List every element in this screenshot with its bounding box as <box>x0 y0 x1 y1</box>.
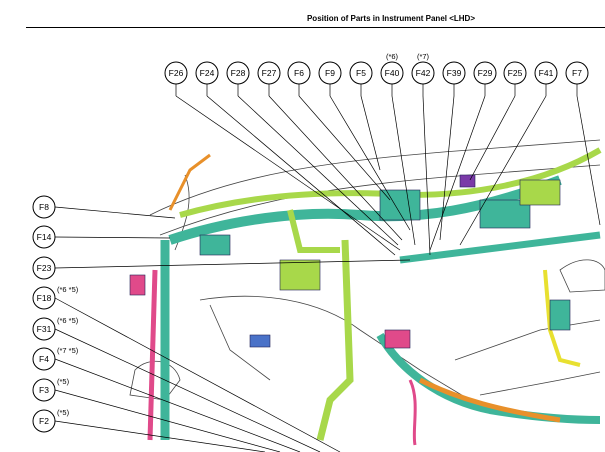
leader-line <box>469 95 516 181</box>
leader-line <box>237 95 399 246</box>
leader-line <box>54 297 341 452</box>
callout-f39: F39 <box>442 61 466 85</box>
leader-line <box>54 206 176 219</box>
callout-f42: F42 (*7) <box>411 52 435 85</box>
leader-line <box>429 95 486 251</box>
connector-block <box>549 299 571 331</box>
harness-group <box>129 147 602 446</box>
leader-line <box>391 95 416 246</box>
callout-f23: F23 <box>32 256 56 280</box>
harness-center-green <box>316 239 354 441</box>
connector-block <box>279 259 321 291</box>
callout-note: (*6 *5) <box>57 285 79 294</box>
callout-note: (*7 *5) <box>57 346 79 355</box>
callout-f28: F28 <box>226 61 250 85</box>
callout-note: (*7) <box>417 52 430 61</box>
callout-note: (*6 *5) <box>57 316 79 325</box>
leader-line <box>54 358 301 452</box>
callout-f29: F29 <box>473 61 497 85</box>
harness-pink <box>147 269 158 441</box>
leader-line <box>54 259 411 269</box>
harness-pink-drop <box>408 379 417 446</box>
callout-note: (*5) <box>57 408 70 417</box>
connector-block <box>199 234 231 256</box>
title-rule <box>26 27 605 28</box>
leader-line <box>268 95 403 241</box>
leader-line <box>54 328 321 452</box>
leader-line <box>422 95 431 256</box>
leader-line <box>576 95 601 226</box>
leader-line <box>360 95 381 171</box>
callout-f25: F25 <box>503 61 527 85</box>
callout-label: F6 <box>294 68 304 78</box>
callout-label: F4 <box>39 354 49 364</box>
callout-f31: F31 (*6 *5) <box>32 316 79 341</box>
callout-label: F14 <box>37 232 52 242</box>
connector-block <box>459 174 476 188</box>
connector-block <box>379 189 421 221</box>
top-callouts: F26 F24 F28 F27 F6 F9 F5 F40 (*6) F42 (*7) F39 F29 F2… <box>164 52 589 85</box>
harness-orange-top <box>168 153 211 211</box>
callout-note: (*6) <box>386 52 399 61</box>
callout-f4: F4 (*7 *5) <box>32 346 79 371</box>
callout-label: F3 <box>39 385 49 395</box>
callout-label: F40 <box>385 68 400 78</box>
callout-label: F41 <box>539 68 554 78</box>
callout-label: F9 <box>325 68 335 78</box>
harness-green-branch <box>287 209 340 253</box>
callout-f3: F3 (*5) <box>32 377 70 402</box>
harness-right-teal <box>399 231 601 264</box>
leader-line <box>54 420 266 452</box>
leader-line <box>329 95 411 231</box>
callout-f8: F8 <box>32 195 56 219</box>
leader-lines <box>54 84 601 452</box>
connector-block <box>519 179 561 206</box>
callout-f5: F5 <box>349 61 373 85</box>
leader-line <box>206 95 396 256</box>
callout-note: (*5) <box>57 377 70 386</box>
callout-label: F8 <box>39 202 49 212</box>
callout-label: F29 <box>478 68 493 78</box>
callout-label: F28 <box>231 68 246 78</box>
connector-block <box>249 334 271 348</box>
leader-line <box>54 389 281 452</box>
callout-label: F26 <box>169 68 184 78</box>
connector-block <box>129 274 146 296</box>
callout-label: F7 <box>572 68 582 78</box>
callout-label: F23 <box>37 263 52 273</box>
callout-label: F42 <box>416 68 431 78</box>
callout-f2: F2 (*5) <box>32 408 70 433</box>
callout-f6: F6 <box>287 61 311 85</box>
harness-yellow <box>543 269 581 367</box>
harness-orange <box>418 377 561 423</box>
callout-label: F18 <box>37 293 52 303</box>
callout-f14: F14 <box>32 225 56 249</box>
callout-f9: F9 <box>318 61 342 85</box>
callout-f7: F7 <box>565 61 589 85</box>
callout-label: F24 <box>200 68 215 78</box>
leader-line <box>439 95 455 241</box>
connector-block <box>384 329 411 349</box>
callout-f24: F24 <box>195 61 219 85</box>
leader-line <box>298 95 391 201</box>
callout-f41: F41 <box>534 61 558 85</box>
callout-label: F25 <box>508 68 523 78</box>
leader-line <box>175 95 401 251</box>
callout-f27: F27 <box>257 61 281 85</box>
page-title: Position of Parts in Instrument Panel <L… <box>306 14 475 23</box>
callout-label: F2 <box>39 416 49 426</box>
callout-label: F5 <box>356 68 366 78</box>
leader-line <box>459 95 547 246</box>
harness-lower-teal <box>376 332 601 424</box>
callout-f26: F26 <box>164 61 188 85</box>
callout-label: F39 <box>447 68 462 78</box>
callout-label: F31 <box>37 324 52 334</box>
callout-f40: F40 (*6) <box>380 52 404 85</box>
callout-f18: F18 (*6 *5) <box>32 285 79 310</box>
leader-line <box>54 236 171 239</box>
callout-label: F27 <box>262 68 277 78</box>
